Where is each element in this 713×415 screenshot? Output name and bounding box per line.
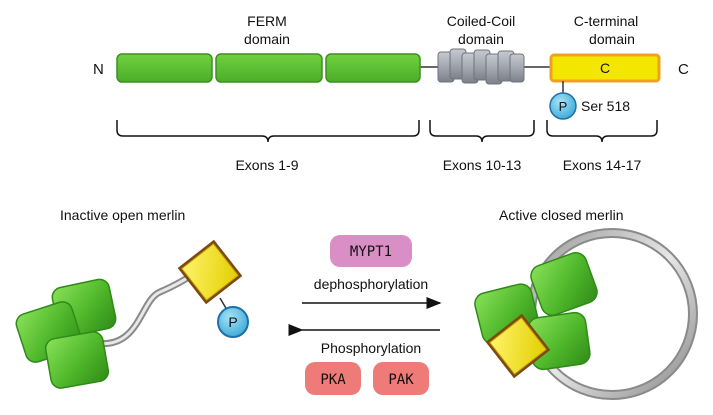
active-cterm-face — [489, 317, 547, 375]
brace-cterm — [546, 120, 658, 143]
phospho-p-label-top: P — [559, 99, 568, 114]
brace-ferm — [116, 120, 420, 143]
active-cterm-diamond — [485, 313, 551, 379]
inactive-cterm-diamond — [177, 239, 243, 305]
inactive-ferm-blob-3 — [44, 331, 110, 389]
ferm-title-line2: domain — [244, 31, 290, 47]
phospho-circle-top — [549, 92, 577, 120]
inactive-state-title: Inactive open merlin — [60, 207, 185, 223]
mypt1-badge — [330, 235, 412, 267]
coil-title-line2: domain — [458, 31, 504, 47]
ferm-title-line1: FERM — [247, 13, 287, 29]
coiled-coil-domain — [437, 48, 525, 85]
ser518-label: Ser 518 — [581, 98, 630, 114]
coil-title-line1: Coiled-Coil — [447, 13, 515, 29]
inactive-cterm-face — [181, 243, 239, 301]
ferm-lobe-2 — [215, 53, 323, 83]
mypt1-label: MYPT1 — [350, 244, 392, 260]
c-terminus-label: C — [678, 61, 689, 78]
brace-coil — [429, 120, 535, 143]
coil-segment — [509, 53, 525, 83]
dephosphorylation-reaction: MYPT1 dephosphorylation — [302, 235, 442, 309]
pka-badge — [305, 362, 361, 395]
cterm-title-line1: C-terminal — [574, 13, 639, 29]
dephosphorylation-label: dephosphorylation — [314, 276, 428, 292]
c-terminal-box-label: C — [600, 60, 610, 76]
ferm-lobe-1 — [116, 53, 213, 83]
phosphorylation-reaction: Phosphorylation PKA PAK — [288, 324, 440, 395]
ferm-lobe-3 — [325, 53, 421, 83]
phosphorylation-label: Phosphorylation — [321, 340, 421, 356]
inactive-phospho-circle — [217, 306, 249, 338]
c-terminal-domain: C — [549, 53, 661, 83]
inactive-phospho-p-label: P — [228, 314, 237, 330]
inactive-open-merlin: P — [15, 239, 249, 389]
active-ferm-blob-1 — [530, 251, 598, 317]
exons-ferm-label: Exons 1-9 — [235, 157, 298, 173]
pak-badge — [373, 362, 429, 395]
active-closed-merlin — [474, 228, 698, 400]
ferm-domain — [116, 53, 421, 83]
pak-label: PAK — [388, 372, 414, 388]
pka-label: PKA — [320, 372, 346, 388]
domain-titles: FERM domain Coiled-Coil domain C-termina… — [244, 13, 638, 47]
inactive-linker-highlight — [93, 270, 198, 346]
exon-braces — [116, 120, 658, 143]
exons-cterm-label: Exons 14-17 — [563, 157, 642, 173]
cterm-title-line2: domain — [589, 31, 635, 47]
c-terminal-box — [549, 53, 661, 83]
active-state-title: Active closed merlin — [499, 207, 624, 223]
exons-coil-label: Exons 10-13 — [443, 157, 522, 173]
n-terminus-label: N — [93, 61, 104, 78]
